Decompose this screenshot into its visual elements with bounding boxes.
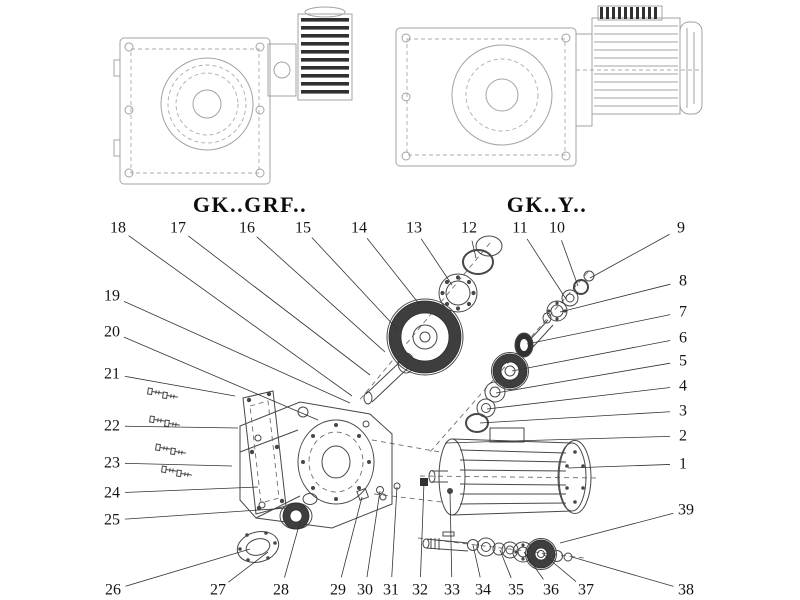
- part-number-13: 13: [406, 220, 422, 237]
- leader-line-9: [589, 233, 670, 279]
- leader-line-11: [526, 238, 567, 300]
- leader-line-20: [123, 336, 319, 421]
- part-number-37: 37: [578, 582, 594, 599]
- part-number-23: 23: [104, 455, 120, 472]
- part-number-29: 29: [330, 582, 346, 599]
- part-number-4: 4: [679, 378, 687, 395]
- part-number-17: 17: [170, 220, 186, 237]
- leader-line-27: [228, 551, 269, 583]
- leader-line-3: [479, 411, 671, 424]
- output-shaft-assembly: [422, 531, 573, 570]
- leader-line-12: [471, 240, 477, 259]
- leader-line-23: [124, 462, 233, 467]
- part-number-2: 2: [679, 428, 687, 445]
- leader-line-25: [124, 507, 289, 520]
- upper-bearing: [438, 273, 478, 313]
- finned-cap: [301, 18, 349, 94]
- part-number-36: 36: [543, 582, 559, 599]
- intermediate-gear-stack: [465, 352, 529, 433]
- leader-line-16: [256, 236, 386, 353]
- leader-line-22: [124, 425, 239, 429]
- part-number-19: 19: [104, 288, 120, 305]
- leader-line-2: [444, 435, 671, 444]
- part-number-33: 33: [444, 582, 460, 599]
- leader-line-31: [391, 486, 398, 578]
- part-number-10: 10: [549, 220, 565, 237]
- part-number-5: 5: [679, 353, 687, 370]
- gear-housing: [239, 401, 393, 529]
- part-number-15: 15: [295, 220, 311, 237]
- leader-line-38: [571, 556, 674, 587]
- part-number-20: 20: [104, 324, 120, 341]
- leader-line-15: [311, 237, 399, 331]
- part-number-31: 31: [383, 582, 399, 599]
- part-number-21: 21: [104, 366, 120, 383]
- leader-line-36: [523, 551, 544, 580]
- leader-line-21: [124, 375, 236, 397]
- part-number-32: 32: [412, 582, 428, 599]
- leader-line-19: [123, 300, 351, 404]
- part-number-27: 27: [210, 582, 226, 599]
- leader-line-34: [472, 544, 481, 578]
- part-number-30: 30: [357, 582, 373, 599]
- variant-label-gkgrf: GK..GRF..: [193, 192, 307, 217]
- ring-gear: [386, 298, 464, 376]
- leader-line-13: [420, 238, 453, 286]
- part-number-16: 16: [239, 220, 255, 237]
- part-number-14: 14: [351, 220, 367, 237]
- part-number-22: 22: [104, 418, 120, 435]
- leader-line-32: [420, 481, 425, 578]
- leader-line-18: [128, 235, 353, 397]
- callout-numbers: 1234567891011121314151617181920212223242…: [104, 220, 694, 599]
- part-number-38: 38: [678, 582, 694, 599]
- leader-line-6: [511, 340, 671, 372]
- leader-line-14: [366, 237, 421, 306]
- leader-line-26: [125, 548, 251, 587]
- part-number-35: 35: [508, 582, 524, 599]
- part-number-28: 28: [273, 582, 289, 599]
- leader-line-28: [284, 521, 301, 578]
- part-number-1: 1: [679, 456, 687, 473]
- part-number-8: 8: [679, 273, 687, 290]
- part-number-12: 12: [461, 220, 477, 237]
- exploded-assembly: [147, 235, 601, 570]
- part-number-3: 3: [679, 403, 687, 420]
- leader-line-29: [340, 496, 363, 578]
- leader-line-17: [188, 235, 371, 376]
- leader-line-37: [541, 552, 577, 582]
- part-number-34: 34: [475, 582, 491, 599]
- variant-label-gky: GK..Y..: [507, 192, 588, 217]
- leader-line-5: [495, 362, 671, 394]
- leader-line-8: [559, 283, 671, 313]
- part-number-9: 9: [677, 220, 685, 237]
- leader-line-30: [366, 490, 381, 578]
- motor-fin-cap: [600, 7, 657, 19]
- part-number-25: 25: [104, 512, 120, 529]
- retaining-rings: [462, 235, 503, 275]
- leader-line-33: [449, 491, 453, 578]
- part-number-26: 26: [105, 582, 121, 599]
- assembly-centerlines: [357, 242, 601, 559]
- leader-line-7: [526, 314, 671, 345]
- leader-line-4: [486, 387, 671, 410]
- part-number-24: 24: [104, 485, 120, 502]
- pinion-stack: [514, 270, 595, 358]
- leader-line-10: [561, 240, 579, 287]
- part-number-18: 18: [110, 220, 126, 237]
- leader-line-39: [559, 512, 674, 544]
- part-number-39: 39: [678, 502, 694, 519]
- part-number-7: 7: [679, 304, 687, 321]
- leader-line-35: [499, 549, 512, 579]
- gearbox-thumbnail-gkgrf: [113, 6, 353, 185]
- part-number-6: 6: [679, 330, 687, 347]
- gearbox-thumbnail-gky: [395, 5, 703, 167]
- part-number-11: 11: [512, 220, 527, 237]
- leader-line-24: [124, 486, 259, 493]
- leader-lines: [123, 233, 674, 587]
- mounting-flange: [242, 390, 287, 515]
- leader-line-1: [567, 464, 671, 469]
- cover-rings: [236, 493, 318, 563]
